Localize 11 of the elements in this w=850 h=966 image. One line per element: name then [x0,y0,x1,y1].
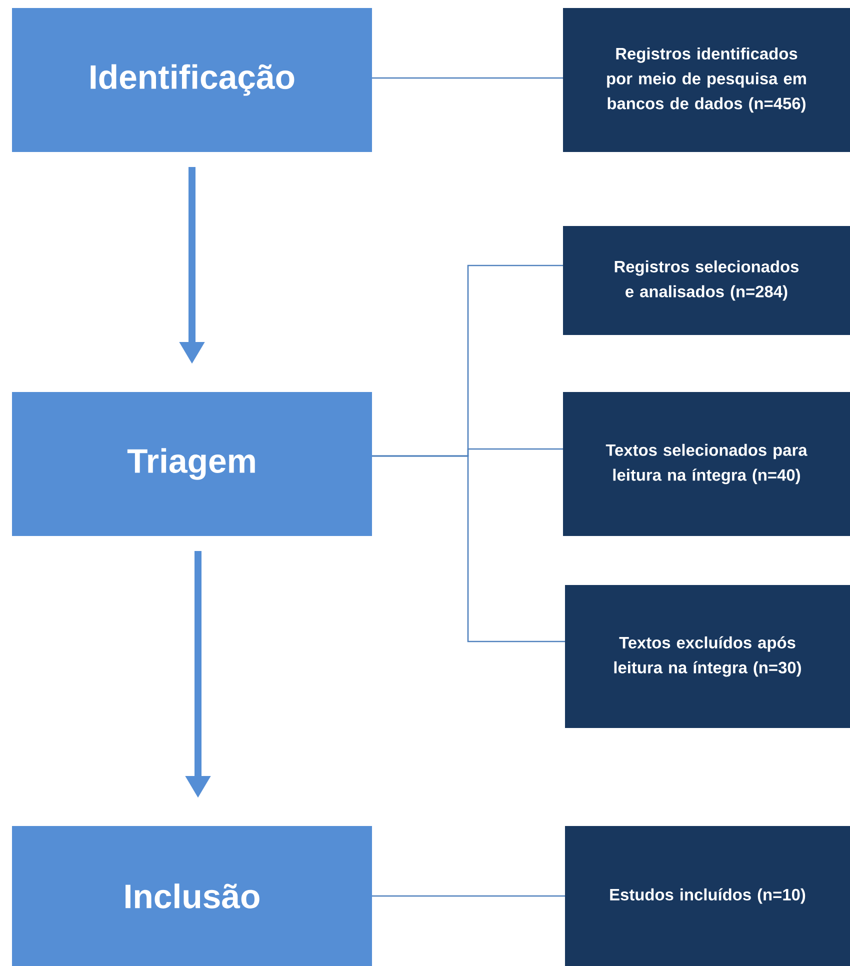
connector-line [372,895,565,897]
result-box: Textos excluídos após leitura na íntegra (n=30) [565,585,850,728]
stage-box: Identificação [12,8,372,152]
result-box: Textos selecionados para leitura na íntegra (n=40) [563,392,850,536]
result-box: Registros identificados por meio de pesquisa em bancos de dados (n=456) [563,8,850,152]
stage-box: Inclusão [12,826,372,966]
connector-line [372,77,563,79]
stage-box: Triagem [12,392,372,536]
result-box: Estudos incluídos (n=10) [565,826,850,966]
connector-line [372,455,565,642]
result-box: Registros selecionados e analisados (n=284) [563,226,850,335]
